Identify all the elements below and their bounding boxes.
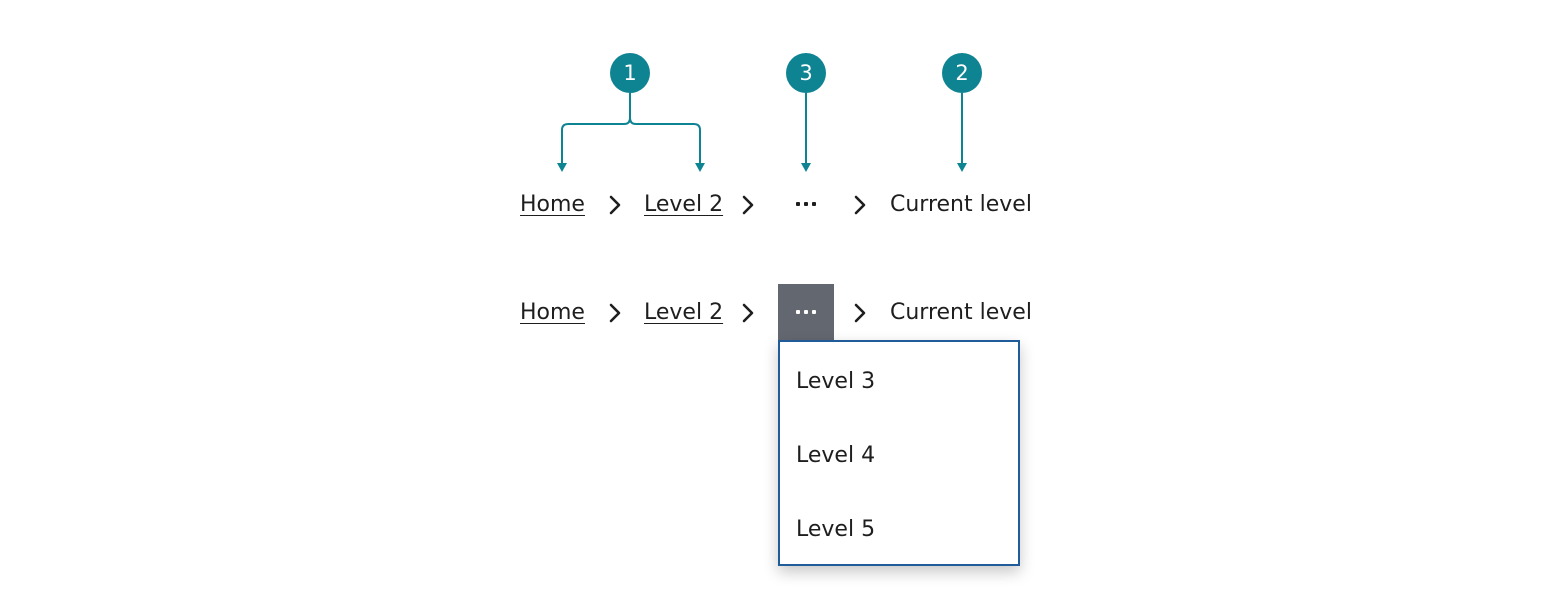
menu-item-level-3[interactable]: Level 3 — [796, 369, 876, 394]
menu-item-level-5[interactable]: Level 5 — [796, 517, 876, 542]
connector-1-left — [561, 93, 631, 163]
arrowhead-icon — [557, 163, 567, 172]
chevron-right-icon — [609, 303, 621, 323]
arrowhead-icon — [801, 163, 811, 172]
breadcrumb-current-level: Current level — [890, 192, 1032, 217]
ellipsis-icon — [796, 202, 816, 206]
ellipsis-icon — [796, 310, 816, 314]
menu-item-level-4[interactable]: Level 4 — [796, 443, 876, 468]
breadcrumb-current-level: Current level — [890, 300, 1032, 325]
chevron-right-icon — [854, 303, 866, 323]
chevron-right-icon — [742, 195, 754, 215]
chevron-right-icon — [609, 195, 621, 215]
arrowhead-icon — [957, 163, 967, 172]
connector-1-right — [629, 117, 701, 163]
breadcrumb-link-level-2[interactable]: Level 2 — [644, 192, 724, 217]
annotation-badge-1: 1 — [610, 53, 650, 93]
breadcrumb-link-level-2[interactable]: Level 2 — [644, 300, 724, 325]
arrowhead-icon — [695, 163, 705, 172]
breadcrumb-overflow-button[interactable] — [778, 176, 834, 232]
chevron-right-icon — [854, 195, 866, 215]
annotation-badge-3: 3 — [786, 53, 826, 93]
overflow-dropdown-menu: Level 3 Level 4 Level 5 — [778, 340, 1020, 566]
breadcrumb-overflow-button-active[interactable] — [778, 284, 834, 340]
breadcrumb-link-home[interactable]: Home — [520, 192, 585, 217]
breadcrumb-link-home[interactable]: Home — [520, 300, 585, 325]
annotation-badge-2: 2 — [942, 53, 982, 93]
chevron-right-icon — [742, 303, 754, 323]
